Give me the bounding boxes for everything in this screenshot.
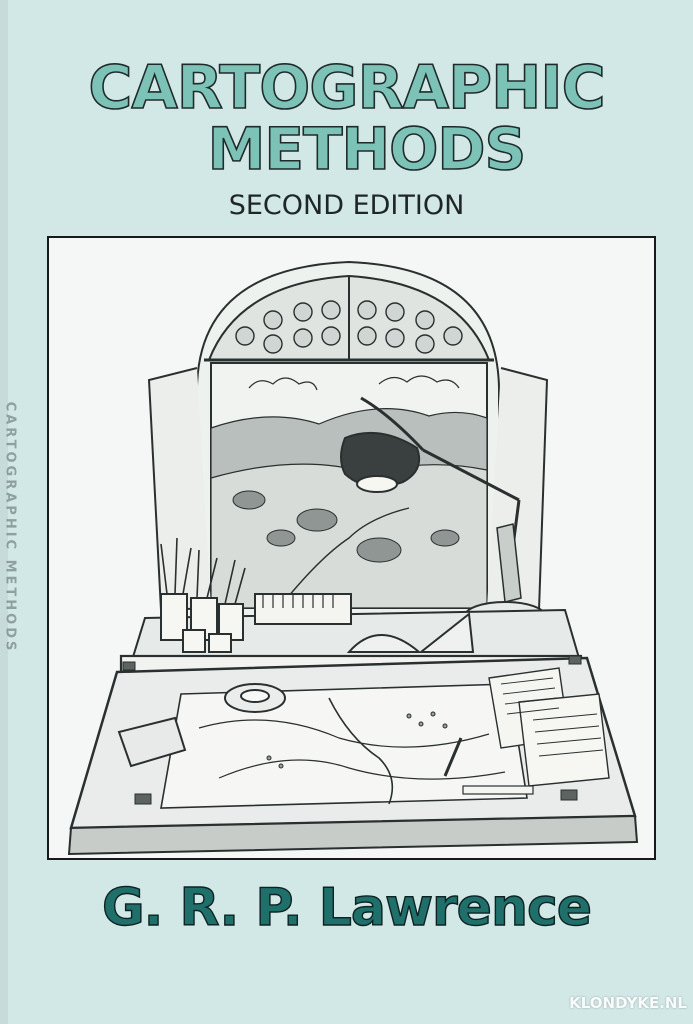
map-sheet-icon	[160, 683, 528, 809]
book-title-line1: CARTOGRAPHIC	[88, 53, 607, 123]
window-illustration	[147, 260, 549, 618]
edition-label: SECOND EDITION	[228, 190, 465, 221]
cover-illustration	[47, 236, 656, 860]
illustration-svg	[67, 260, 639, 856]
book-title-line2: METHODS	[207, 115, 527, 183]
pencil-cup-icon	[160, 537, 246, 653]
watermark-text: KLONDYKE.NL	[569, 994, 687, 1012]
author-name: G. R. P. Lawrence	[101, 878, 593, 938]
spine-strip	[0, 0, 8, 1024]
tape-roll-icon	[224, 683, 286, 713]
